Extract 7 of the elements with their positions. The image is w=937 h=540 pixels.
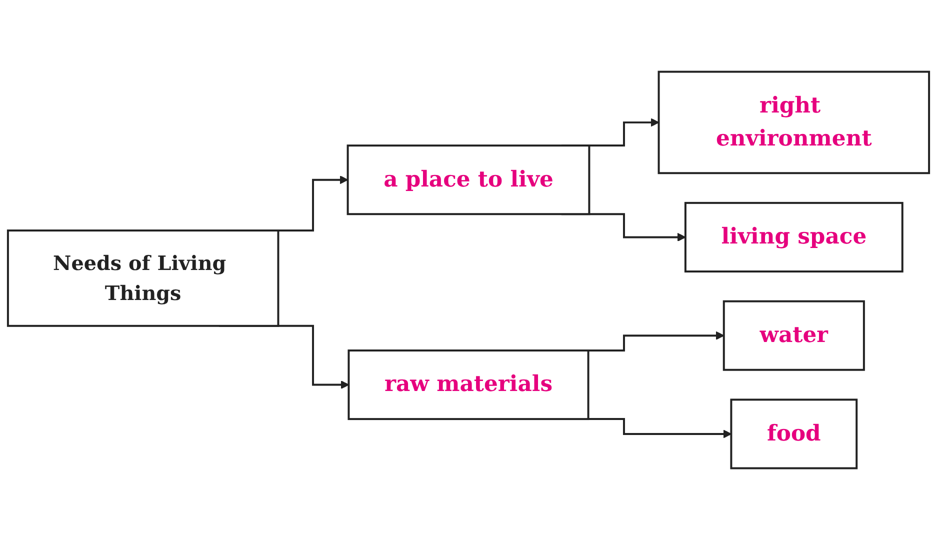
node-box: food <box>730 398 858 470</box>
node-box: right environment <box>658 70 930 174</box>
node-box: living space <box>684 202 904 272</box>
node-box: Needs of Living Things <box>6 230 280 327</box>
node-box: water <box>722 300 865 371</box>
node-box: a place to live <box>346 144 590 216</box>
node-box: raw materials <box>348 350 590 420</box>
